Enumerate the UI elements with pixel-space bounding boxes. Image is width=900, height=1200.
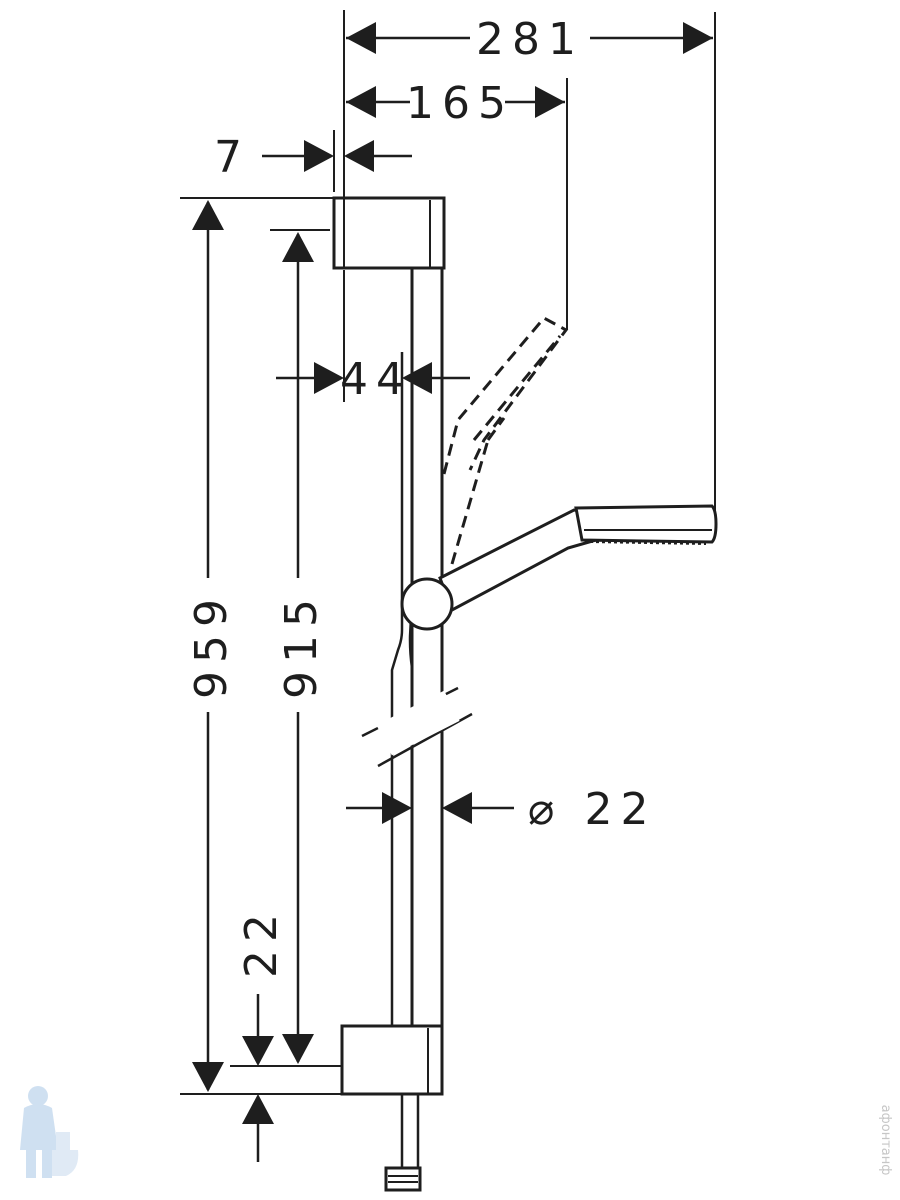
arrow-right-icon	[304, 140, 334, 172]
dimension-915: 915	[230, 229, 344, 1067]
top-wall-bracket	[332, 196, 446, 270]
dimension-label-281: 281	[476, 14, 584, 65]
arrow-up-icon	[282, 232, 314, 262]
shower-hose	[384, 352, 422, 1192]
handshower-active	[400, 504, 718, 631]
watermark-side-text: афонтанф	[878, 1105, 893, 1176]
arrow-down-icon	[192, 1062, 224, 1092]
dimension-label-diameter-22: ⌀ 22	[528, 784, 656, 835]
arrow-right-icon	[382, 792, 412, 824]
bottom-wall-bracket	[340, 1024, 444, 1096]
dimension-label-22-vertical: 22	[236, 906, 287, 978]
dimension-label-44: 44	[340, 354, 412, 405]
arrow-right-icon	[535, 86, 565, 118]
plumber-logo-icon	[20, 1086, 79, 1178]
handshower-tilted	[442, 316, 569, 565]
dimension-959: 959	[180, 197, 342, 1095]
arrow-up-icon	[242, 1094, 274, 1124]
dimension-44: 44	[276, 270, 470, 420]
arrow-down-icon	[242, 1036, 274, 1066]
arrow-down-icon	[282, 1034, 314, 1064]
break-lines	[361, 686, 473, 768]
arrow-up-icon	[192, 200, 224, 230]
arrow-left-icon	[344, 140, 374, 172]
arrow-left-icon	[346, 86, 376, 118]
dimension-label-165: 165	[406, 78, 514, 129]
dimension-diameter-22: ⌀ 22	[346, 784, 656, 835]
dimension-label-915: 915	[276, 591, 327, 699]
arrow-left-icon	[442, 792, 472, 824]
dimension-label-959: 959	[186, 591, 237, 699]
dimension-281: 281	[343, 10, 716, 512]
dimension-165: 165	[346, 78, 568, 330]
dimension-7: 7	[214, 130, 412, 192]
dimension-22-bottom: 22	[236, 906, 287, 1162]
arrow-left-icon	[402, 362, 432, 394]
dimension-label-7: 7	[214, 132, 250, 183]
arrow-right-icon	[683, 22, 713, 54]
arrow-left-icon	[346, 22, 376, 54]
slider-knob	[400, 577, 454, 631]
arrow-right-icon	[314, 362, 344, 394]
